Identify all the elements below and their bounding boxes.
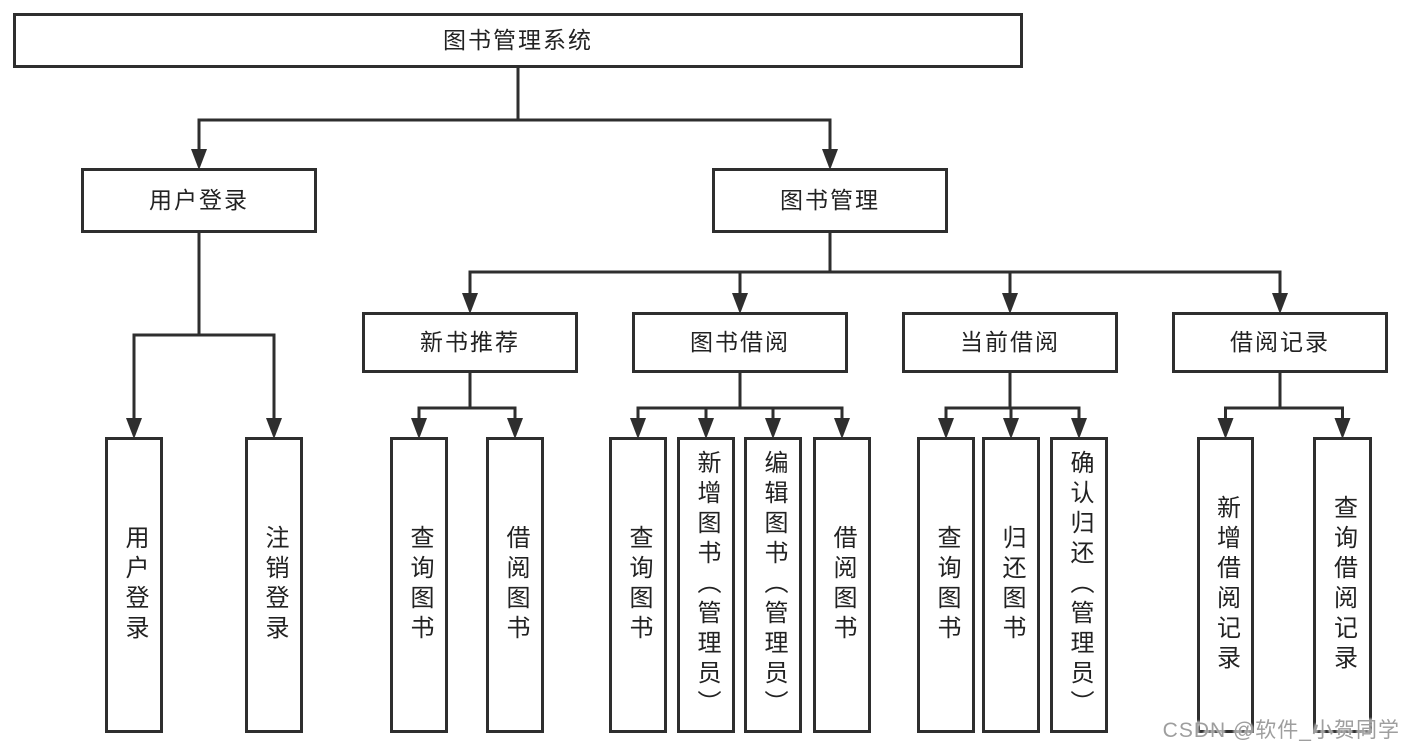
arrowhead-icon: [411, 418, 427, 439]
arrowhead-icon: [938, 418, 954, 439]
arrowhead-icon: [1071, 418, 1087, 439]
arrowhead-icon: [765, 418, 781, 439]
node-leaf-br-query: 查询借阅记录: [1313, 437, 1372, 733]
watermark: CSDN @软件_小贺同学: [1162, 719, 1400, 742]
node-leaf-bb-add: 新增图书（管理员）: [677, 437, 735, 733]
arrowhead-icon: [1217, 418, 1234, 439]
node-leaf-cb-query: 查询图书: [917, 437, 975, 733]
arrowhead-icon: [1002, 293, 1018, 314]
arrowhead-icon: [462, 293, 478, 314]
arrowhead-icon: [822, 149, 838, 170]
arrowhead-icon: [732, 293, 748, 314]
arrowhead-icon: [1334, 418, 1351, 439]
node-leaf-logout: 注销登录: [245, 437, 303, 733]
node-current-borrow: 当前借阅: [902, 312, 1118, 373]
arrowhead-icon: [1272, 293, 1288, 314]
node-leaf-nbr-query: 查询图书: [390, 437, 448, 733]
node-user-login: 用户登录: [81, 168, 317, 233]
node-leaf-br-add: 新增借阅记录: [1197, 437, 1254, 733]
node-leaf-user-login: 用户登录: [105, 437, 163, 733]
node-leaf-cb-return: 归还图书: [982, 437, 1040, 733]
node-book-mgmt: 图书管理: [712, 168, 948, 233]
arrowhead-icon: [698, 418, 714, 439]
node-leaf-bb-edit: 编辑图书（管理员）: [744, 437, 802, 733]
arrowhead-icon: [266, 418, 282, 439]
arrowhead-icon: [507, 418, 523, 439]
node-book-borrow: 图书借阅: [632, 312, 848, 373]
arrowhead-icon: [630, 418, 646, 439]
node-leaf-nbr-borrow: 借阅图书: [486, 437, 544, 733]
arrowhead-icon: [834, 418, 850, 439]
node-new-book-rec: 新书推荐: [362, 312, 578, 373]
arrowhead-icon: [191, 149, 207, 170]
node-borrow-records: 借阅记录: [1172, 312, 1388, 373]
node-leaf-bb-borrow: 借阅图书: [813, 437, 871, 733]
node-leaf-bb-query: 查询图书: [609, 437, 667, 733]
node-leaf-cb-confirm: 确认归还（管理员）: [1050, 437, 1108, 733]
node-root: 图书管理系统: [13, 13, 1023, 68]
arrowhead-icon: [1003, 418, 1019, 439]
arrowhead-icon: [126, 418, 142, 439]
